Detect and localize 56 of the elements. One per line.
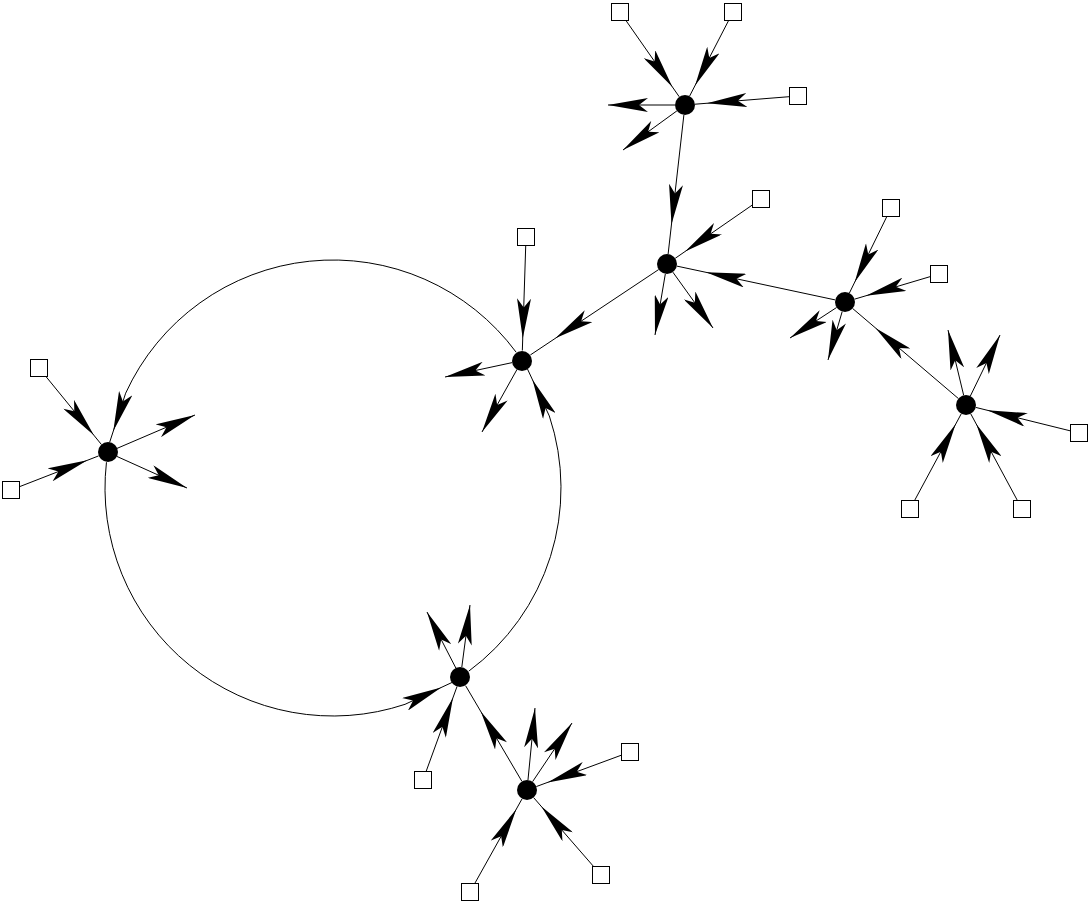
arrow [533, 797, 594, 867]
node-square [724, 3, 742, 21]
node-square [789, 87, 807, 105]
arrow [474, 798, 523, 884]
arrow [852, 308, 959, 399]
arrow [969, 334, 1001, 397]
node-square [1070, 424, 1088, 442]
arrow [481, 368, 518, 433]
node-square [930, 265, 948, 283]
arrow [848, 216, 888, 294]
node-square [414, 771, 432, 789]
arrow [622, 110, 678, 151]
node-square [517, 228, 535, 246]
arrow [854, 276, 931, 300]
arrow [947, 329, 965, 396]
arrow [116, 455, 188, 489]
arrow [457, 604, 472, 668]
arrow [625, 20, 680, 98]
node-square [461, 883, 479, 901]
arrow [444, 361, 513, 378]
node-square [901, 500, 919, 518]
arrow [667, 114, 685, 255]
arrow [975, 406, 1071, 432]
node-square [2, 481, 20, 499]
arrow [970, 413, 1018, 501]
node-square [611, 3, 629, 21]
arrow [465, 685, 523, 782]
arrow [104, 461, 453, 717]
node-square [592, 866, 610, 884]
arrow [676, 265, 836, 301]
arrow [468, 368, 562, 672]
node-square [621, 743, 639, 761]
arrow [789, 307, 838, 339]
node-square [30, 359, 48, 377]
arrow [674, 204, 753, 259]
node-square [1013, 500, 1031, 518]
node-square [752, 190, 770, 208]
arrow [694, 93, 790, 108]
arrow [607, 98, 676, 112]
arrow [19, 455, 99, 487]
arrow [116, 414, 196, 449]
arrow [672, 271, 714, 329]
arrow [529, 269, 660, 356]
arrow [45, 376, 102, 446]
node-square [882, 199, 900, 217]
arrow [654, 273, 669, 336]
arrow [689, 20, 729, 97]
arrow [827, 311, 846, 361]
arrow [517, 245, 531, 351]
arrow [109, 259, 517, 443]
arrow [425, 685, 458, 772]
arrow [914, 413, 962, 501]
arrow [535, 754, 622, 788]
arrow [532, 722, 573, 783]
arrow [426, 611, 457, 669]
arrow [524, 707, 539, 781]
